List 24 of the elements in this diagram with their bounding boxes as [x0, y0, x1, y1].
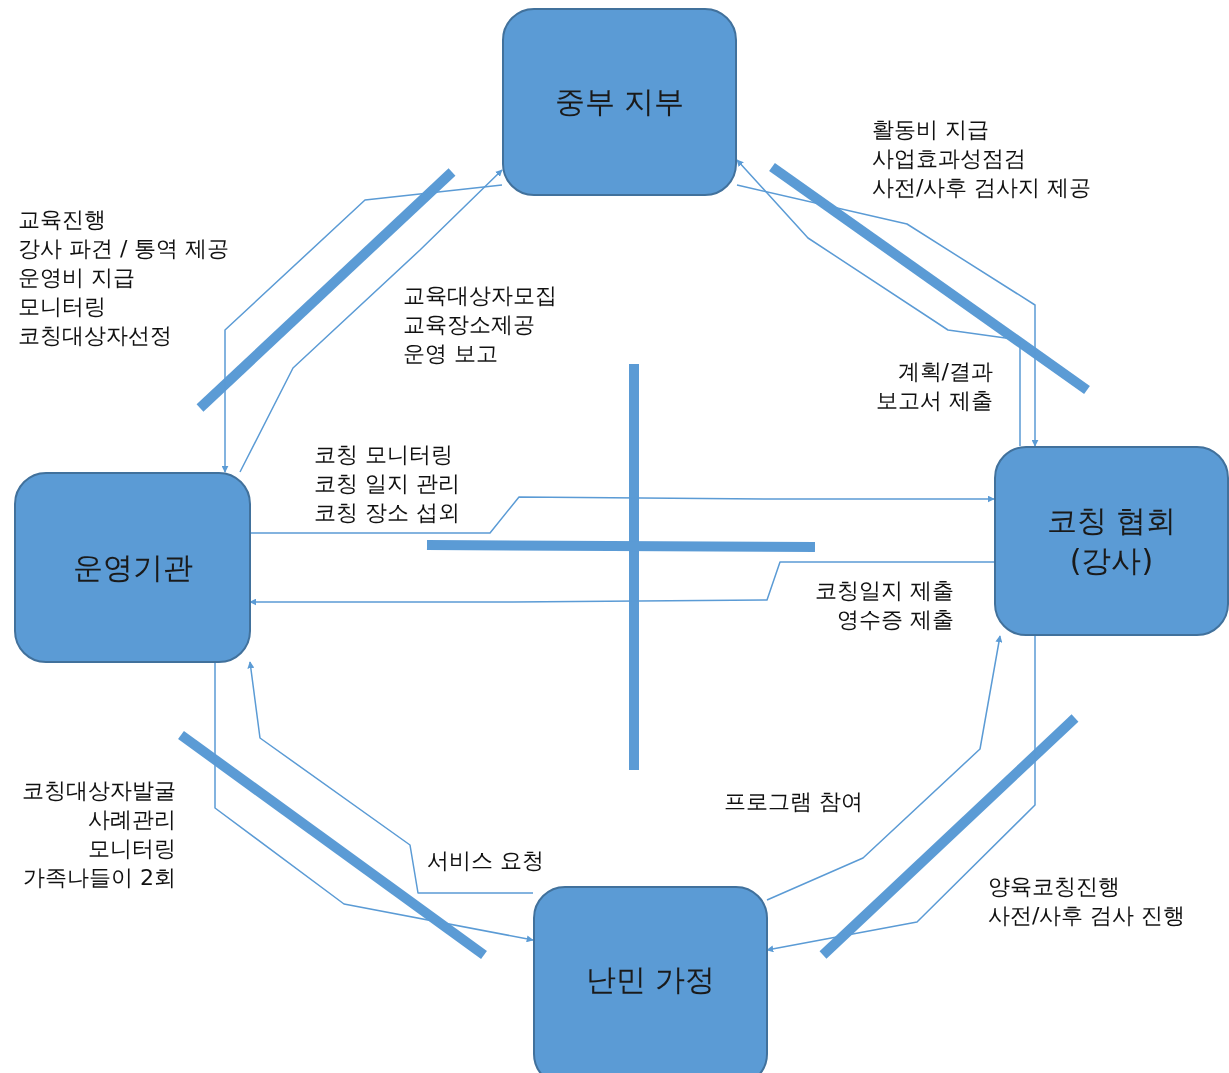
edge-label: 코칭일지 제출 영수증 제출 [815, 577, 954, 634]
edge-label: 코칭대상자발굴 사례관리 모니터링 가족나들이 2회 [22, 777, 176, 892]
edge-label: 코칭 모니터링 코칭 일지 관리 코칭 장소 섭외 [314, 441, 460, 527]
edge-label: 교육진행 강사 파견 / 통역 제공 운영비 지급 모니터링 코칭대상자선정 [18, 206, 230, 350]
node-label: 운영기관 [72, 548, 193, 587]
arrow [249, 495, 995, 534]
edge-label: 양육코칭진행 사전/사후 검사 진행 [988, 873, 1186, 930]
edge-label: 프로그램 참여 [724, 788, 863, 816]
arrow [766, 635, 1003, 901]
arrow [214, 661, 534, 943]
node-label: 난민 가정 [585, 961, 716, 999]
node-label: 코칭 협회 (강사) [1045, 502, 1178, 580]
edge-label: 서비스 요청 [427, 847, 544, 875]
rounded-box [994, 446, 1229, 636]
edge-label: 활동비 지급 사업효과성점검 사전/사후 검사지 제공 [872, 116, 1092, 202]
edge-label: 계획/결과 보고서 제출 [876, 358, 993, 415]
rounded-box [14, 472, 251, 663]
edge-label: 교육대상자모집 교육장소제공 운영 보고 [403, 282, 557, 368]
node-label: 중부 지부 [554, 83, 685, 121]
rounded-box [533, 886, 768, 1073]
rounded-box [502, 8, 737, 196]
arrow [247, 661, 534, 894]
arrow [249, 561, 995, 606]
arrow [766, 635, 1036, 953]
